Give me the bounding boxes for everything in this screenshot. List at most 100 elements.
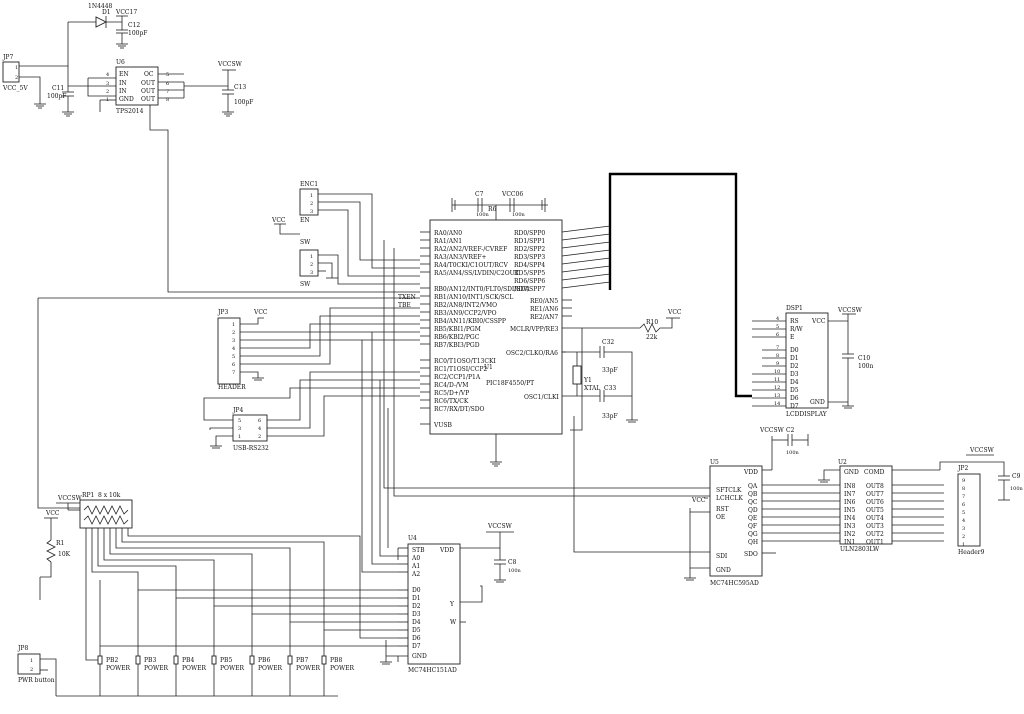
mcu-cap-ref: VCC06 — [501, 191, 523, 198]
lcd-pin: D3 — [790, 371, 799, 378]
u6-chip — [115, 66, 159, 106]
mcu-cap-val: 100n — [512, 212, 526, 218]
c13-ref: C13 — [234, 84, 246, 91]
u6-pin-num: 6 — [166, 81, 169, 87]
jp2-pin-num: 3 — [962, 526, 965, 532]
pb4-label: PB4 — [182, 657, 194, 664]
lcd-pin-num: 14 — [774, 401, 780, 407]
mux-section: U4 STB A0 A1 A2 D0 D1 D2 D3 D4 D5 D6 D7 … — [361, 332, 522, 674]
jp3-vcc: VCC — [253, 309, 268, 316]
svg-text:5: 5 — [232, 354, 235, 360]
u4-pin: A1 — [411, 563, 420, 570]
jp4-pin-num: 4 — [258, 426, 261, 432]
c33-ref: C33 — [604, 385, 616, 392]
lcd-pin: D4 — [790, 379, 799, 386]
mcu-right-pins: RD0/SPP0 RD1/SPP1 RD2/SPP2 RD3/SPP3 RD4/… — [506, 230, 560, 401]
u6-ref: U6 — [116, 59, 125, 66]
jp4-pin-num: 2 — [258, 434, 261, 440]
pb7-button[interactable] — [287, 655, 293, 665]
u5-pin: QG — [748, 531, 758, 538]
u4-pin: A0 — [411, 555, 420, 562]
u4-ref: U4 — [408, 535, 417, 542]
mcu-pin: RD0/SPP0 — [514, 230, 545, 237]
u4-pin: VDD — [439, 547, 454, 554]
mcu-pin: RB1/AN10/INT1/SCK/SCL — [434, 294, 513, 301]
u5-vcc: VCCSW — [759, 427, 785, 434]
u4-pin: D4 — [412, 619, 421, 626]
u4-pin: D6 — [412, 635, 421, 642]
mcu-pin: RC4/D-/VM — [434, 382, 468, 389]
svg-text:3: 3 — [232, 338, 235, 344]
u4-part: MC74HC151AD — [408, 667, 457, 674]
pb5-sub: POWER — [220, 665, 245, 672]
u5-part: MC74HC595AD — [710, 580, 759, 587]
enc-sw-section: ENC1 1 2 3 EN VCC SW 1 2 3 SW — [271, 181, 420, 288]
mcu-pin: RB3/AN9/CCP2/VPO — [434, 310, 497, 317]
sw-sub: SW — [300, 281, 311, 288]
mcu-pin: RD5/SPP5 — [514, 270, 545, 277]
c8-ref: C8 — [508, 559, 517, 566]
u5-rst-vcc: VCC — [691, 497, 706, 504]
jp2-header — [957, 473, 981, 547]
svg-text:3: 3 — [310, 209, 313, 215]
pb6-sub: POWER — [258, 665, 283, 672]
pb6-button[interactable] — [249, 655, 255, 665]
r10-vcc: VCC — [667, 309, 682, 316]
jp4-part: USB-RS232 — [233, 445, 269, 452]
lcd-pin: GND — [810, 399, 825, 406]
u6-pin-num: 3 — [106, 81, 109, 87]
u2-pin: GND — [844, 469, 859, 476]
u2-pin: OUT8 — [866, 483, 884, 490]
pb4-button[interactable] — [173, 655, 179, 665]
mcu-pin: RA3/AN3/VREF+ — [434, 254, 487, 261]
u5-pin: LCHCLK — [716, 495, 743, 502]
u5-pin: RST — [716, 506, 729, 513]
u2-pin: IN5 — [844, 507, 856, 514]
pb2-button[interactable] — [97, 655, 103, 665]
jp2-pin-num: 9 — [962, 478, 965, 484]
y1-ref: Y1 — [583, 377, 592, 384]
pb8-label: PB8 — [330, 657, 342, 664]
u5-pin: QB — [748, 491, 758, 498]
u5-pin: QF — [748, 523, 757, 530]
sw-ref: SW — [300, 239, 311, 246]
svg-text:2: 2 — [310, 201, 313, 207]
lcd-pin-num: 10 — [774, 369, 780, 375]
mcu-pin: VUSB — [433, 422, 453, 429]
u6-pin-num: 7 — [166, 89, 169, 95]
mcu-pin: RA5/AN4/SS/LVDIN/C2OUT — [434, 270, 519, 277]
c12-ref: C12 — [128, 22, 140, 29]
lcd-pin: R/W — [790, 326, 804, 333]
mcu-pin: RB0/AN12/INT0/FLT0/SDI/SDA — [434, 286, 530, 293]
mcu-pin: RE0/AN5 — [530, 298, 558, 305]
mcu-section: C7 VCC06 R6 100n 100n RA0/AN0 RA1/AN1 RA… — [398, 172, 752, 467]
u2-pin: IN7 — [844, 491, 856, 498]
c10-ref: C10 — [858, 355, 870, 362]
pb7-sub: POWER — [296, 665, 321, 672]
u2-pin: OUT2 — [866, 531, 884, 538]
r10-ref: R10 — [646, 319, 658, 326]
mcu-pin: RC2/CCP1/P1A — [434, 374, 481, 381]
mcu-pin: OSC2/CLKO/RA6 — [506, 350, 558, 357]
u2-pin: IN8 — [844, 483, 856, 490]
u2-pin: COMD — [864, 469, 885, 476]
u5-pin: QE — [748, 515, 757, 522]
svg-text:2: 2 — [232, 330, 235, 336]
c2-ref: C2 — [786, 427, 795, 434]
rp-fanout — [85, 528, 398, 680]
jp8-ref: JP8 — [17, 645, 28, 652]
u4-pin: A2 — [411, 571, 420, 578]
c32-ref: C32 — [602, 339, 614, 346]
u2-pin: OUT7 — [866, 491, 884, 498]
pb3-button[interactable] — [135, 655, 141, 665]
lcd-section: DSP1 VCCSW RS R/W E D0 D1 D2 D3 D4 D5 D6… — [752, 305, 873, 418]
u6-pin: GND — [119, 96, 134, 103]
svg-text:2: 2 — [15, 75, 18, 81]
lcd-pin-num: 6 — [776, 332, 779, 338]
txen-label: TXEN — [398, 294, 416, 301]
jp4-pin-num: 5 — [238, 418, 241, 424]
c10-value: 100n — [858, 363, 873, 370]
pb5-button[interactable] — [211, 655, 217, 665]
pb8-button[interactable] — [321, 655, 327, 665]
lcd-ref: DSP1 — [786, 305, 803, 312]
